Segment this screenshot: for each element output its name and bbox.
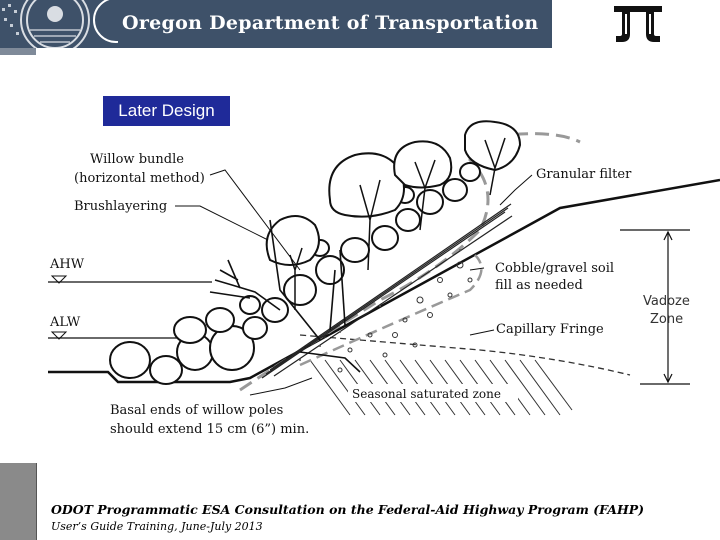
footer-side-bar [0,463,37,540]
svg-text:Zone: Zone [650,312,683,327]
label-ahw: AHW [49,257,85,272]
water-lines [48,281,212,339]
svg-text:Capillary Fringe: Capillary Fringe [496,322,604,337]
capillary-fringe-line [299,334,631,376]
label-brushlayering: Brushlayering [74,199,167,214]
header-title: Oregon Department of Transportation [122,12,539,34]
header-accent-bar [0,48,36,55]
label-basal-line2: should extend 15 cm (6”) min. [110,422,309,437]
svg-text:Cobble/gravel soil: Cobble/gravel soil [495,261,614,276]
label-willow-bundle: Willow bundle [90,152,184,167]
label-horizontal-method: (horizontal method) [74,171,205,186]
leader-lines [175,169,533,396]
later-design-badge: Later Design [103,96,230,126]
label-cobble-line1: Cobble/gravel soil [495,261,614,276]
trees [265,120,522,266]
label-cobble-line2: fill as needed [495,278,583,293]
label-granular-filter: Granular filter [536,167,632,182]
filter-layers [261,203,513,379]
boulders [109,162,481,385]
svg-text:Seasonal saturated zone: Seasonal saturated zone [352,387,501,401]
label-capillary-fringe: Capillary Fringe [496,322,604,337]
svg-text:Vadoze: Vadoze [643,294,690,309]
svg-text:ALW: ALW [49,315,81,330]
label-alw: ALW [49,315,81,330]
svg-text:Brushlayering: Brushlayering [74,199,167,214]
footer-title: ODOT Programmatic ESA Consultation on th… [51,502,645,517]
label-zone: Zone [650,312,683,327]
oregon-seal-icon [2,0,118,48]
footer-subtitle: User’s Guide Training, June-July 2013 [51,520,263,533]
svg-text:should extend 15 cm (6”) min.: should extend 15 cm (6”) min. [110,422,309,437]
svg-text:Willow bundle: Willow bundle [90,152,184,167]
svg-text:Basal ends of willow poles: Basal ends of willow poles [110,403,283,418]
odot-logo-icon [614,6,662,42]
svg-text:Granular filter: Granular filter [536,167,632,182]
label-seasonal-zone: Seasonal saturated zone [352,387,501,401]
streambank-diagram: Willow bundle (horizontal method) Brushl… [48,120,720,437]
vadoze-dimension [620,229,690,385]
svg-text:fill as needed: fill as needed [495,278,583,293]
alw-marker-icon [50,331,68,340]
gravel-dots [337,261,473,373]
ahw-marker-icon [50,275,68,284]
svg-text:(horizontal method): (horizontal method) [74,171,205,186]
header-banner: Oregon Department of Transportation [0,0,552,48]
label-basal-line1: Basal ends of willow poles [110,403,283,418]
ground-line [48,178,720,384]
willow-poles [209,219,361,373]
svg-text:AHW: AHW [49,257,85,272]
label-vadoze: Vadoze [643,294,690,309]
